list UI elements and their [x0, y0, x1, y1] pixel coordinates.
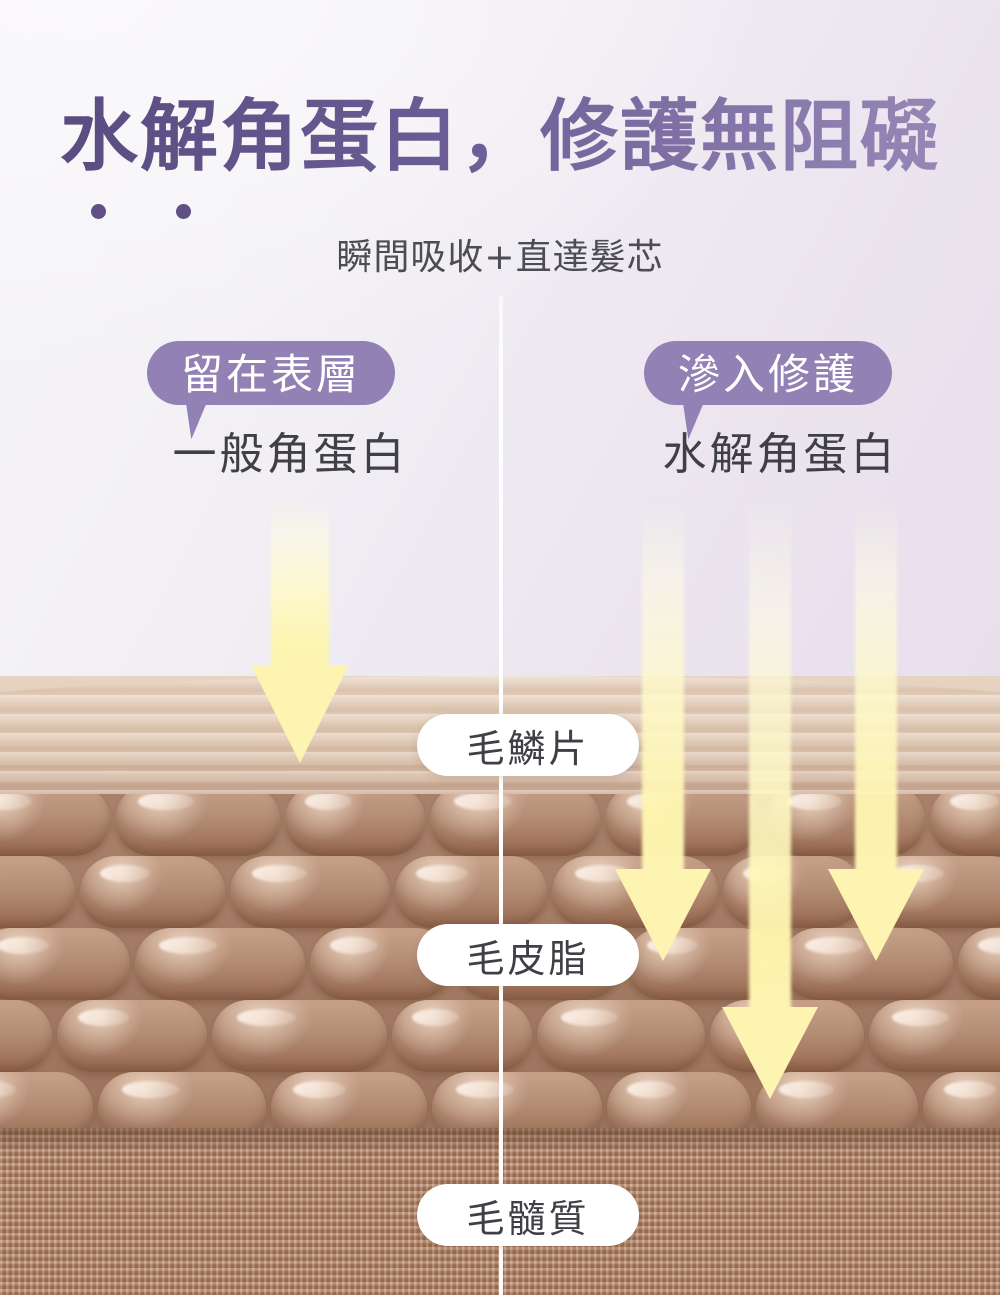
cortex-cell: [0, 856, 75, 928]
center-divider: [499, 296, 503, 1295]
cortex-cell: [0, 928, 130, 1000]
cortex-cell: [869, 1000, 1000, 1072]
layer-pill-cortex: 毛皮脂: [417, 924, 639, 986]
cortex-cell: [115, 794, 280, 856]
cortex-cell: [923, 1072, 1000, 1132]
arrow-hydrolyzed-3: [828, 497, 924, 967]
arrow-shaft: [855, 497, 897, 872]
emphasis-dot: [176, 204, 191, 219]
arrow-head: [251, 665, 349, 763]
layer-pill-cuticle: 毛鱗片: [417, 714, 639, 776]
cortex-cell: [230, 856, 390, 928]
page-title: 水解角蛋白，修護無阻礙: [0, 96, 1000, 178]
badge-left-wrapper: 留在表層: [147, 341, 396, 405]
arrow-normal-keratin: [220, 497, 380, 767]
cortex-cell: [135, 928, 305, 1000]
cortex-cell: [0, 1072, 93, 1132]
badge-penetrates-repairs: 滲入修護: [644, 341, 893, 405]
cortex-cell: [930, 794, 1000, 856]
cortex-cell: [0, 794, 110, 856]
arrow-shaft: [642, 497, 684, 872]
cortex-cell-row: [0, 794, 1000, 862]
cortex-cell: [285, 794, 425, 856]
cortex-cell: [271, 1072, 427, 1132]
cortex-cell: [212, 1000, 387, 1072]
badge-left-text: 留在表層: [181, 350, 362, 399]
cortex-cell-row: [0, 1072, 1000, 1132]
emphasis-dot: [91, 204, 106, 219]
cortex-cell-row: [0, 1000, 1000, 1078]
cortex-cell: [430, 794, 600, 856]
badge-right-wrapper: 滲入修護: [644, 341, 893, 405]
cortex-cell: [98, 1072, 266, 1132]
badge-right-text: 滲入修護: [678, 350, 859, 399]
cortex-cell: [57, 1000, 207, 1072]
cortex-cell: [765, 794, 925, 856]
page-subtitle: 瞬間吸收+直達髮芯: [336, 237, 664, 278]
cortex-cell: [395, 856, 547, 928]
label-normal-keratin: 一般角蛋白: [172, 429, 408, 480]
arrow-hydrolyzed-2: [722, 497, 818, 1105]
cortex-cell: [392, 1000, 532, 1072]
cortex-cell: [958, 928, 1000, 1000]
arrow-shaft: [749, 497, 791, 1010]
badge-stays-on-surface: 留在表層: [147, 341, 396, 405]
cortex-cell: [0, 1000, 52, 1072]
cortex-cell: [432, 1072, 602, 1132]
cortex-cell: [537, 1000, 705, 1072]
label-hydrolyzed-keratin: 水解角蛋白: [662, 429, 898, 480]
layer-pill-medulla: 毛髓質: [417, 1184, 639, 1246]
arrow-head: [722, 1007, 818, 1099]
arrow-shaft: [271, 497, 329, 669]
arrow-head: [828, 869, 924, 961]
arrow-hydrolyzed-1: [615, 497, 711, 967]
cortex-cell: [80, 856, 225, 928]
